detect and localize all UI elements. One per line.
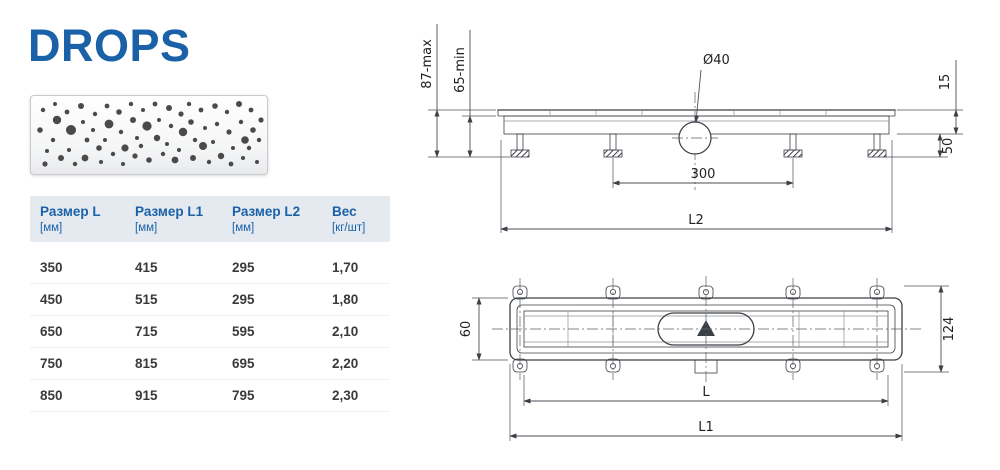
cell-size-l: 350 — [40, 260, 63, 275]
dim-label-l2: L2 — [688, 213, 704, 228]
table-row: 450 515 295 1,80 — [30, 284, 390, 316]
support-leg — [867, 133, 887, 158]
dim-label-60: 60 — [459, 321, 474, 338]
cell-size-l1: 715 — [135, 324, 158, 339]
table-body: 350 415 295 1,70 450 515 295 1,80 650 71… — [30, 252, 390, 412]
col-header-size-l2: Размер L2 [мм] — [232, 204, 301, 234]
cell-size-l2: 695 — [232, 356, 255, 371]
technical-drawings: Ø40 300 L2 87-max 65-min — [420, 24, 963, 441]
cell-size-l1: 815 — [135, 356, 158, 371]
product-image — [30, 95, 268, 175]
dim-label-15: 15 — [938, 74, 953, 91]
dim-label-l1: L1 — [698, 420, 714, 435]
dim-label-300: 300 — [691, 167, 716, 182]
support-leg — [510, 133, 530, 158]
dim-label-diameter: Ø40 — [703, 53, 730, 68]
cell-size-l2: 295 — [232, 292, 255, 307]
cell-size-l: 450 — [40, 292, 63, 307]
dimensions-table: Размер L [мм] Размер L1 [мм] Размер L2 [… — [30, 196, 390, 412]
cell-size-l: 750 — [40, 356, 63, 371]
table-header-row: Размер L [мм] Размер L1 [мм] Размер L2 [… — [30, 196, 390, 242]
table-row: 350 415 295 1,70 — [30, 252, 390, 284]
drops-pattern-image — [37, 101, 264, 167]
dim-label-65-min: 65-min — [453, 47, 468, 93]
cell-size-l1: 515 — [135, 292, 158, 307]
support-leg — [603, 133, 623, 158]
dim-label-l: L — [702, 385, 710, 400]
cell-weight: 2,30 — [332, 388, 359, 403]
support-leg — [783, 133, 803, 158]
cell-size-l: 850 — [40, 388, 63, 403]
cell-size-l1: 915 — [135, 388, 158, 403]
cell-weight: 1,80 — [332, 292, 359, 307]
cell-size-l1: 415 — [135, 260, 158, 275]
cell-size-l: 650 — [40, 324, 63, 339]
dim-label-124: 124 — [942, 317, 957, 342]
side-view-drawing: Ø40 300 L2 87-max 65-min — [420, 24, 963, 233]
cell-size-l2: 595 — [232, 324, 255, 339]
cell-weight: 2,10 — [332, 324, 359, 339]
dim-label-87-max: 87-max — [420, 39, 435, 89]
col-header-size-l1: Размер L1 [мм] — [135, 204, 204, 234]
cell-weight: 2,20 — [332, 356, 359, 371]
cell-weight: 1,70 — [332, 260, 359, 275]
cell-size-l2: 795 — [232, 388, 255, 403]
cell-size-l2: 295 — [232, 260, 255, 275]
table-row: 650 715 595 2,10 — [30, 316, 390, 348]
plan-view-drawing: 60 124 L L1 — [459, 276, 957, 441]
dim-label-50: 50 — [941, 138, 956, 155]
col-header-size-l: Размер L [мм] — [40, 204, 101, 234]
col-header-weight: Вес [кг/шт] — [332, 204, 366, 234]
table-row: 750 815 695 2,20 — [30, 348, 390, 380]
product-title: DROPS — [28, 20, 191, 71]
table-row: 850 915 795 2,30 — [30, 380, 390, 412]
